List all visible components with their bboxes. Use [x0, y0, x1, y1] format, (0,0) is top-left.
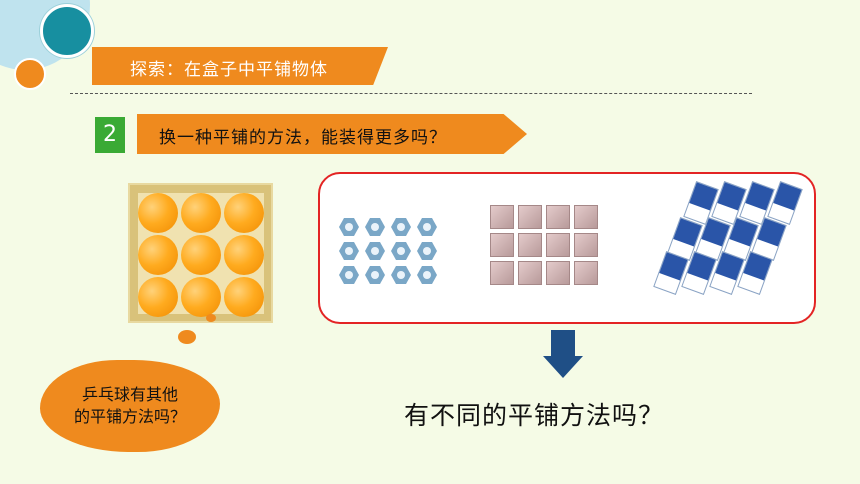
cube-icon — [518, 233, 542, 257]
hex-nut-icon — [417, 218, 437, 236]
ping-pong-ball-icon — [223, 235, 264, 275]
divider — [70, 93, 752, 94]
hex-nut-icon — [391, 242, 411, 260]
cube-icon — [490, 261, 514, 285]
cube-icon — [490, 233, 514, 257]
thought-bubble-shape — [40, 360, 220, 452]
ping-pong-box-image — [128, 183, 273, 323]
hex-nut-icon — [391, 266, 411, 284]
cube-icon — [574, 233, 598, 257]
hex-nut-icon — [417, 266, 437, 284]
hex-nut-icon — [365, 242, 385, 260]
cube-icon — [546, 261, 570, 285]
ping-pong-ball-icon — [223, 193, 264, 233]
cube-icon — [518, 261, 542, 285]
cube-icon — [546, 205, 570, 229]
eraser-arrangement — [653, 181, 803, 295]
hex-nut-icon — [339, 266, 359, 284]
ping-pong-ball-icon — [180, 235, 221, 275]
hex-nut-icon — [339, 242, 359, 260]
header-banner: 探索：在盒子中平铺物体 — [92, 47, 388, 85]
cube-icon — [518, 205, 542, 229]
header-title: 探索：在盒子中平铺物体 — [130, 60, 328, 80]
ping-pong-ball-icon — [138, 193, 179, 233]
ping-pong-ball-icon — [180, 277, 221, 317]
cube-icon — [574, 261, 598, 285]
thought-dot-small — [206, 314, 216, 322]
ping-pong-ball-grid — [138, 193, 264, 317]
question-text: 有不同的平铺方法吗？ — [404, 401, 665, 430]
hex-nut-icon — [365, 218, 385, 236]
hex-nut-icon — [391, 218, 411, 236]
cube-icon — [574, 205, 598, 229]
ping-pong-ball-icon — [138, 235, 179, 275]
cube-icon — [546, 233, 570, 257]
ping-pong-ball-icon — [180, 193, 221, 233]
thought-dot-large — [178, 330, 196, 344]
step-banner: 换一种平铺的方法，能装得更多吗？ — [137, 114, 527, 154]
ping-pong-ball-icon — [138, 277, 179, 317]
arrow-down-icon — [551, 330, 575, 358]
decor-circle-orange — [14, 58, 46, 90]
hex-nut-icon — [365, 266, 385, 284]
thought-bubble-text: 乒乓球有其他 的平铺方法吗？ — [40, 384, 220, 428]
step-text: 换一种平铺的方法，能装得更多吗？ — [159, 128, 447, 148]
hex-nut-icon — [417, 242, 437, 260]
thought-bubble: 乒乓球有其他 的平铺方法吗？ — [40, 360, 220, 452]
decor-circle-teal — [40, 4, 94, 58]
nut-arrangement — [339, 218, 437, 284]
ping-pong-ball-icon — [223, 277, 264, 317]
arrow-down-icon-head — [543, 356, 583, 378]
cube-icon — [490, 205, 514, 229]
hex-nut-icon — [339, 218, 359, 236]
bubble-line-2: 的平铺方法吗？ — [73, 407, 186, 426]
bubble-line-1: 乒乓球有其他 — [81, 385, 178, 404]
cube-arrangement — [490, 205, 598, 285]
eraser-icon — [653, 251, 689, 295]
step-number: 2 — [95, 117, 125, 153]
